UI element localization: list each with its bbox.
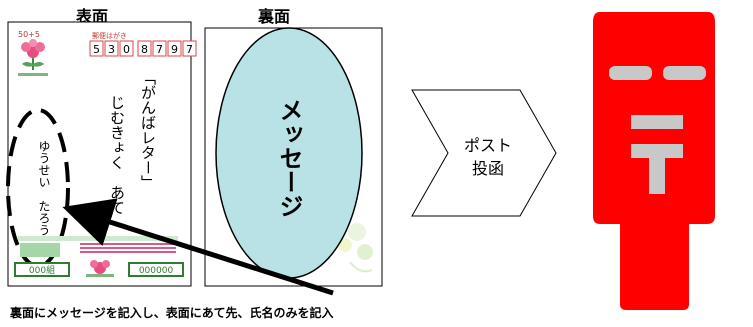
postal-digit: 7 [156, 43, 163, 56]
bottom-center-stamp [86, 260, 114, 277]
bottom-right-amount: 000000 [139, 266, 174, 276]
sender-name-line2: たろう [37, 200, 51, 236]
postage-value: 50+5 [18, 30, 40, 39]
bottom-left-ticket: 000組 [14, 262, 70, 277]
postal-digit: 3 [108, 43, 115, 56]
post-line2: 投函 [472, 159, 504, 178]
mailbox [593, 12, 715, 310]
postal-digit: 0 [123, 43, 130, 56]
postal-digit-box [182, 40, 197, 57]
bottom-left-amount: 000組 [29, 264, 55, 276]
postal-digit-box [104, 40, 119, 57]
addressee-line1: 「がんばレター」 [139, 70, 157, 190]
postal-digit-box [152, 40, 167, 57]
sender-name-line1: ゆうせい [37, 140, 51, 188]
postal-digit-box [89, 40, 104, 57]
post-line1: ポスト [464, 136, 512, 155]
stamp: 50+5 [18, 30, 48, 76]
front-heading: 表面 [75, 7, 108, 26]
mailbox-slot-right [663, 66, 706, 80]
message-label: メッセージ [275, 98, 303, 218]
postal-digit: 9 [171, 43, 178, 56]
postal-digit-box [137, 40, 152, 57]
postal-digit: 7 [186, 43, 193, 56]
postal-digit-box [167, 40, 182, 57]
mailbox-slot-left [609, 66, 652, 80]
name-highlight-ellipse [6, 108, 70, 268]
back-postcard: メッセージ [204, 27, 383, 287]
addressee-line2: じむきょく あて [108, 95, 126, 215]
post-chevron: ポスト 投函 [411, 89, 557, 217]
postal-digit-box [119, 40, 134, 57]
postal-code-label: 郵便はがき [92, 31, 127, 40]
back-heading: 裏面 [257, 7, 290, 26]
pointer-arrow [62, 198, 334, 296]
back-decoration [338, 223, 373, 273]
postal-mark-icon [631, 115, 683, 194]
postal-digit: 8 [141, 43, 148, 56]
caption: 裏面にメッセージを記入し、表面にあて先、氏名のみを記入 [9, 305, 334, 320]
bottom-right-ticket: 000000 [128, 262, 184, 277]
postal-digit: 5 [93, 43, 100, 56]
